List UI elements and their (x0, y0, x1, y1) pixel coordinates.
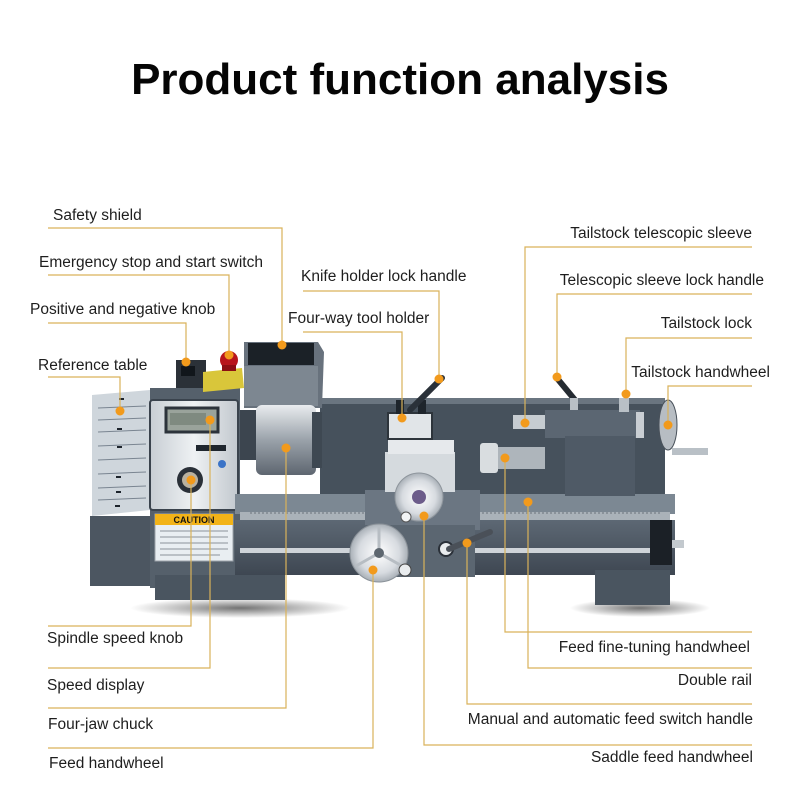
label-four-way-tool-holder: Four-way tool holder (288, 310, 430, 327)
leader-knife-holder-lock (303, 290, 440, 379)
label-feed-fine-tuning-handwheel: Feed fine-tuning handwheel (558, 639, 750, 656)
label-emergency-stop-switch: Emergency stop and start switch (39, 254, 263, 271)
leader-tailstock-sleeve (524, 246, 752, 423)
label-double-rail: Double rail (677, 672, 752, 689)
leader-safety-shield (48, 227, 283, 345)
control-buttons (196, 445, 226, 451)
four-way-tool-holder-block (387, 412, 433, 440)
tailstock-sleeve (513, 415, 548, 429)
leader-spindle-speed-knob (48, 480, 192, 627)
leader-tailstock-lock (625, 337, 752, 394)
tailstock-body (545, 410, 640, 438)
dot-sleeve-lock-handle (552, 372, 562, 382)
leader-sleeve-lock-handle (556, 293, 752, 377)
tailstock-base (565, 436, 635, 496)
dot-feed-switch-handle (462, 538, 472, 548)
compound-slide (388, 440, 454, 454)
leader-four-way-tool-holder (303, 331, 403, 418)
dot-safety-shield (277, 340, 287, 350)
leader-tailstock-handwheel (667, 385, 752, 425)
dot-double-rail (523, 497, 533, 507)
tailstock-quill-barrel (485, 447, 545, 469)
dot-feed-handwheel (368, 565, 378, 575)
dot-spindle-speed-knob (186, 475, 196, 485)
label-spindle-speed-knob: Spindle speed knob (47, 630, 184, 647)
reference-table-panel (92, 390, 150, 516)
four-jaw-chuck-body (256, 405, 316, 475)
dot-positive-negative-knob (181, 357, 191, 367)
bed-foot-right (595, 570, 670, 605)
label-safety-shield: Safety shield (53, 207, 142, 224)
label-telescopic-sleeve-lock-handle: Telescopic sleeve lock handle (559, 272, 764, 289)
emergency-stop-button (220, 351, 238, 369)
callout-dots (115, 340, 673, 575)
dot-tailstock-handwheel (663, 420, 673, 430)
leader-speed-display (48, 420, 211, 669)
leader-feed-switch-handle (466, 543, 752, 705)
leader-emergency-stop (48, 274, 230, 355)
lathe-machine: CAUTION (90, 342, 710, 618)
bed-end-bracket (650, 520, 672, 565)
dot-reference-table (115, 406, 125, 416)
leader-lines (48, 227, 752, 749)
dot-tailstock-lock (621, 389, 631, 399)
dot-tailstock-sleeve (520, 418, 530, 428)
label-reference-table: Reference table (38, 357, 148, 374)
label-manual-auto-feed-switch-handle: Manual and automatic feed switch handle (467, 711, 753, 728)
emergency-switch-housing (203, 368, 244, 392)
leader-feed-fine-tuning (504, 458, 752, 633)
page-title: Product function analysis (131, 55, 669, 104)
control-indicator (218, 460, 226, 468)
label-speed-display: Speed display (47, 677, 145, 694)
leader-positive-negative-knob (48, 322, 187, 362)
dot-four-jaw-chuck (281, 443, 291, 453)
label-knife-holder-lock-handle: Knife holder lock handle (301, 268, 467, 285)
label-tailstock-handwheel: Tailstock handwheel (631, 364, 770, 381)
leader-feed-handwheel (48, 570, 374, 749)
caution-label-text: CAUTION (174, 515, 215, 525)
tailstock-handwheel-handle (672, 448, 708, 455)
tailstock-lock-post (619, 398, 629, 412)
leader-four-jaw-chuck (48, 448, 287, 709)
bed-foot-left (155, 575, 285, 600)
leader-reference-table (48, 376, 121, 411)
reference-table-rows (97, 405, 147, 501)
leader-double-rail (527, 502, 752, 669)
dot-knife-holder-lock (434, 374, 444, 384)
dot-saddle-feed-handwheel (419, 511, 429, 521)
label-tailstock-lock: Tailstock lock (660, 315, 752, 332)
label-feed-handwheel: Feed handwheel (49, 755, 164, 772)
machine-shadow-left (130, 598, 350, 618)
label-positive-negative-knob: Positive and negative knob (30, 301, 216, 318)
dot-speed-display (205, 415, 215, 425)
label-saddle-feed-handwheel: Saddle feed handwheel (590, 749, 753, 766)
dot-four-way-tool-holder (397, 413, 407, 423)
label-tailstock-telescopic-sleeve: Tailstock telescopic sleeve (570, 225, 752, 242)
headstock-lower-left (90, 516, 152, 586)
label-four-jaw-chuck: Four-jaw chuck (48, 716, 154, 733)
spindle-nose (240, 410, 260, 460)
dot-emergency-stop (224, 350, 234, 360)
knife-holder-lock-handle-bar (407, 375, 445, 413)
leader-saddle-feed-handwheel (423, 516, 752, 746)
dot-feed-fine-tuning (500, 453, 510, 463)
